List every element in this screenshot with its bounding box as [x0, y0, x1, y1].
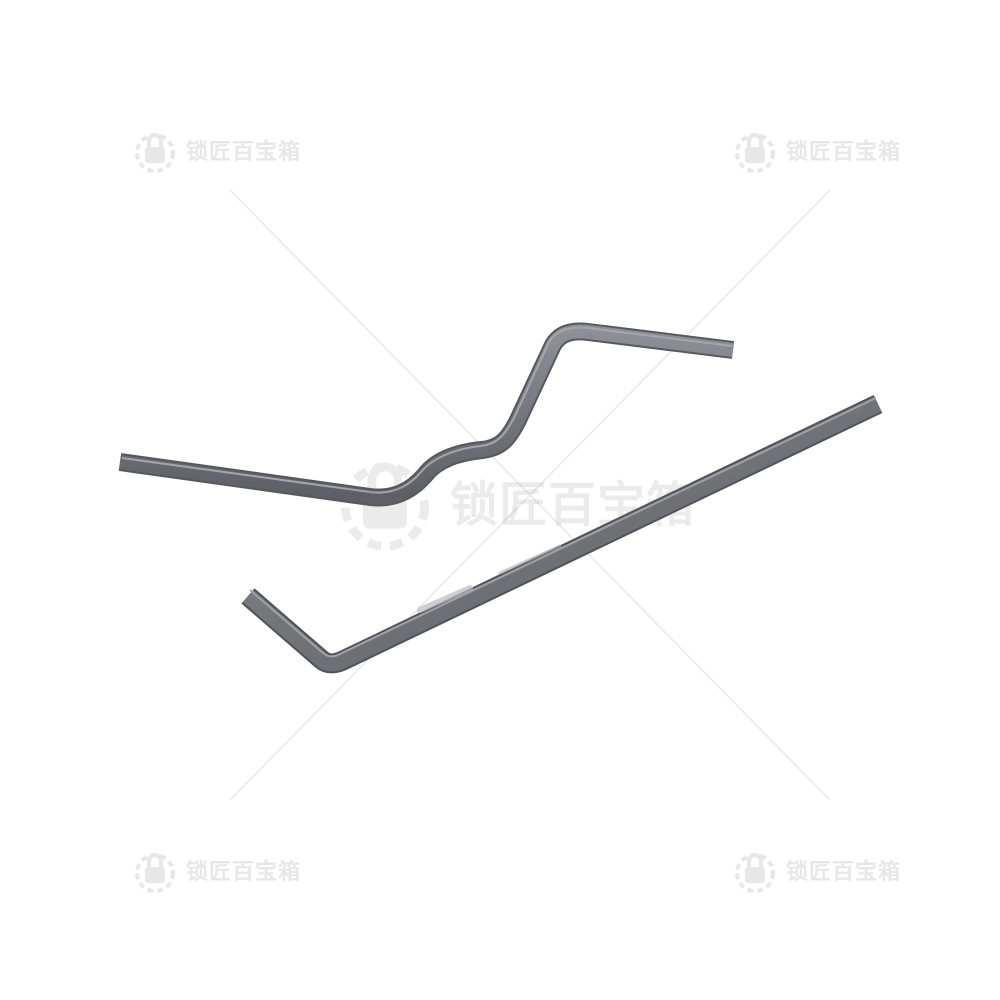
padlock-gear-icon	[735, 133, 775, 173]
l-shaped-tension-wrench	[241, 394, 883, 674]
watermark-text: 锁匠百宝箱	[786, 860, 902, 885]
wavy-tension-wrench	[118, 322, 735, 507]
watermark-top-left: 锁匠百宝箱	[130, 125, 300, 175]
watermark-bottom-left: 锁匠百宝箱	[130, 845, 300, 895]
watermark-text: 锁匠百宝箱	[786, 140, 902, 165]
watermark-text: 锁匠百宝箱	[450, 477, 696, 533]
padlock-gear-icon	[735, 853, 775, 893]
padlock-gear-icon	[135, 853, 175, 893]
watermark-top-right: 锁匠百宝箱	[730, 125, 900, 175]
watermark-text: 锁匠百宝箱	[186, 140, 302, 165]
watermark-bottom-right: 锁匠百宝箱	[730, 845, 900, 895]
padlock-gear-icon	[135, 133, 175, 173]
watermark-text: 锁匠百宝箱	[186, 860, 302, 885]
watermark-cross-lines	[229, 189, 831, 801]
watermark-center: 锁匠百宝箱	[330, 445, 700, 555]
padlock-gear-icon	[341, 462, 429, 551]
